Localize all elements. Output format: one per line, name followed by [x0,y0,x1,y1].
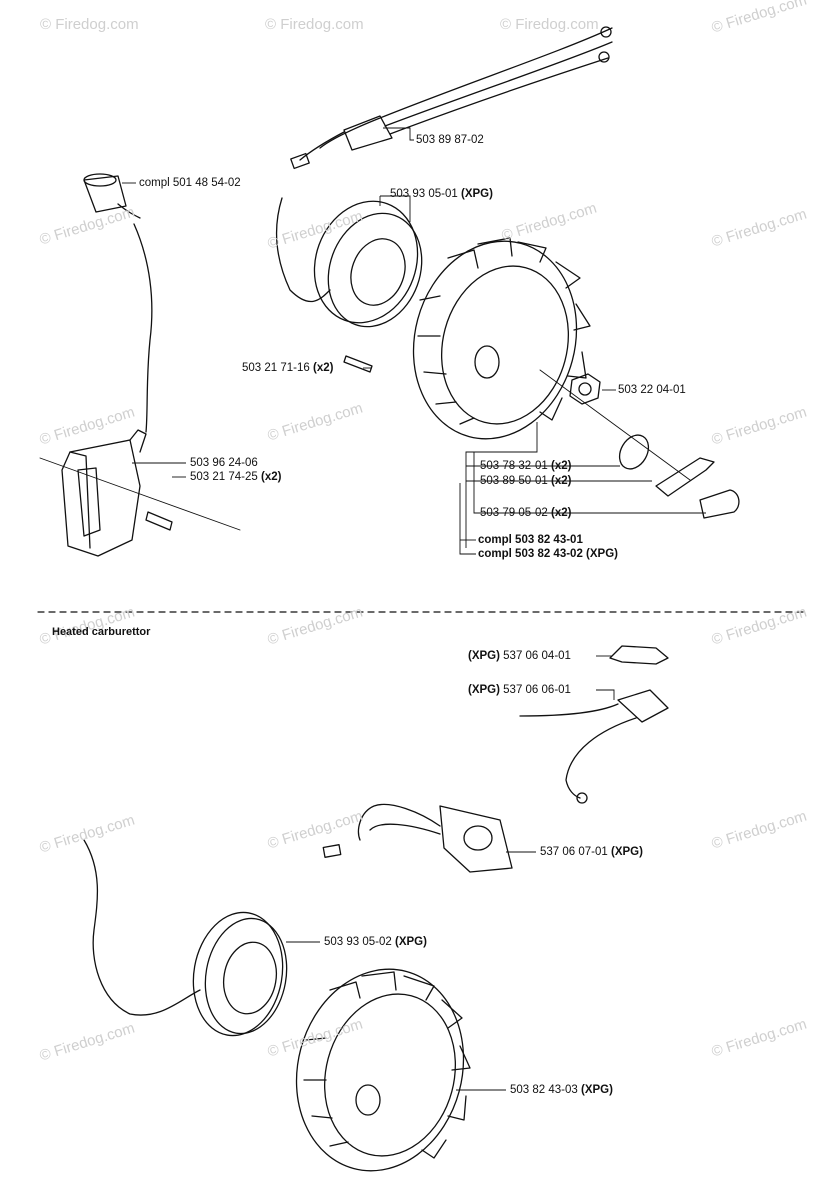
part-label: compl 503 82 43-01 [478,534,583,547]
part-label: 537 06 07-01 (XPG) [540,846,643,859]
part-number: 503 78 32-01 [480,460,548,472]
part-qualifier: (x2) [551,507,572,519]
part-label: 503 96 24-06 [190,457,258,470]
part-number: 537 06 06-01 [503,684,571,696]
part-number: 503 21 74-25 [190,471,258,483]
part-qualifier: (x2) [551,475,572,487]
spark-plug-cap-drawing [83,173,153,433]
part-number: 503 79 05-02 [480,507,548,519]
part-number: 503 82 43-03 [510,1084,578,1096]
flywheel-xpg-drawing [295,968,471,1172]
heater-plate-drawing [322,803,513,873]
part-qualifier: (XPG) [461,188,493,200]
part-number: 537 06 07-01 [540,846,608,858]
section-title: Heated carburettor [52,626,151,638]
part-qualifier: (x2) [551,460,572,472]
wiring-harness-drawing [290,26,613,170]
part-qualifier: (XPG) [468,684,500,696]
part-number: 503 22 04-01 [618,384,686,396]
part-qualifier: (x2) [313,362,334,374]
part-label: 503 82 43-03 (XPG) [510,1084,613,1097]
part-label: 503 21 74-25 (x2) [190,471,281,484]
part-label: compl 501 48 54-02 [139,177,241,190]
part-label: 503 78 32-01 (x2) [480,460,571,473]
part-qualifier: (XPG) [468,650,500,662]
part-number: 503 93 05-01 [390,188,458,200]
leader-lines [122,127,706,1091]
part-label: (XPG) 537 06 04-01 [468,650,571,663]
part-label: 503 89 50-01 (x2) [480,475,571,488]
part-number: compl 503 82 43-02 [478,548,583,560]
part-number: 503 96 24-06 [190,457,258,469]
part-number: compl 503 82 43-01 [478,534,583,546]
heater-switch-drawing [519,689,669,804]
part-label: 503 21 71-16 (x2) [242,362,333,375]
flywheel-nut-and-starter-parts-drawing [539,369,740,519]
part-qualifier: (x2) [261,471,282,483]
part-label: (XPG) 537 06 06-01 [468,684,571,697]
part-number: 503 89 87-02 [416,134,484,146]
part-label: 503 93 05-01 (XPG) [390,188,493,201]
armature-coil-xpg-drawing [83,839,288,1037]
flywheel-drawing [412,237,591,440]
part-number: 537 06 04-01 [503,650,571,662]
part-label: 503 93 05-02 (XPG) [324,936,427,949]
ignition-module-drawing [39,429,241,557]
armature-coil-drawing [275,197,423,373]
part-label: 503 22 04-01 [618,384,686,397]
part-qualifier: (XPG) [586,548,618,560]
bracket-drawing [609,645,669,665]
part-number: compl 501 48 54-02 [139,177,241,189]
part-number: 503 21 71-16 [242,362,310,374]
part-number: 503 89 50-01 [480,475,548,487]
part-qualifier: (XPG) [581,1084,613,1096]
part-label: 503 79 05-02 (x2) [480,507,571,520]
part-label: 503 89 87-02 [416,134,484,147]
part-qualifier: (XPG) [395,936,427,948]
part-qualifier: (XPG) [611,846,643,858]
part-label: compl 503 82 43-02 (XPG) [478,548,618,561]
part-number: 503 93 05-02 [324,936,392,948]
